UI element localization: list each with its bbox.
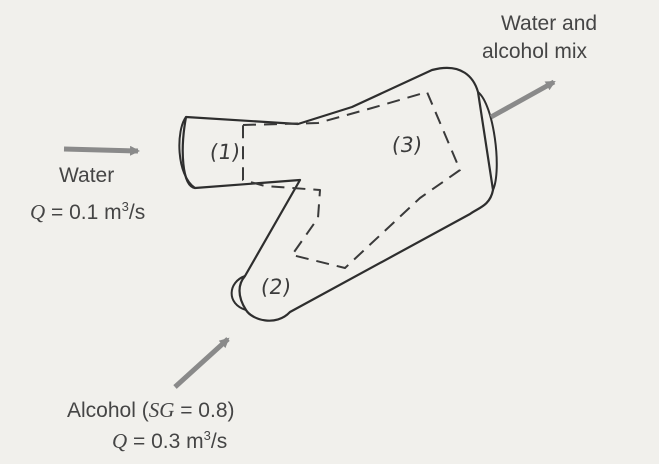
outlet-3-opening [477,91,498,191]
alcohol-name-suffix: = 0.8) [174,399,235,422]
section-3-label: (3) [390,133,424,157]
water-q-symbol: Q [30,200,46,224]
alcohol-q-symbol: Q [112,429,128,453]
outlet-label-line1: Water and [501,12,598,35]
mix-outflow-arrow [489,79,556,120]
water-label: Water [59,164,115,187]
alcohol-q-exponent: 3 [203,428,211,443]
pipe-outline [181,66,495,322]
outlet-label-line2: alcohol mix [482,40,588,63]
alcohol-flowrate: Q = 0.3 m3/s [112,429,227,454]
section-1-label: (1) [208,140,242,164]
alcohol-sg-symbol: SG [148,398,175,422]
alcohol-inflow-arrow [173,337,230,389]
inlet-1-opening [178,116,196,189]
control-volume-boundary [242,91,461,269]
alcohol-label: Alcohol (SG = 0.8) [67,398,235,423]
alcohol-q-unit: /s [210,430,228,453]
water-inflow-arrow [63,145,140,156]
water-q-exponent: 3 [121,199,129,214]
water-flowrate: Q = 0.1 m3/s [30,200,145,225]
alcohol-q-value: = 0.3 m [127,430,204,453]
water-q-value: = 0.1 m [45,201,122,224]
section-2-label: (2) [259,275,293,299]
inlet-2-opening [230,275,247,311]
water-q-unit: /s [128,201,146,224]
alcohol-name-prefix: Alcohol ( [67,399,149,422]
